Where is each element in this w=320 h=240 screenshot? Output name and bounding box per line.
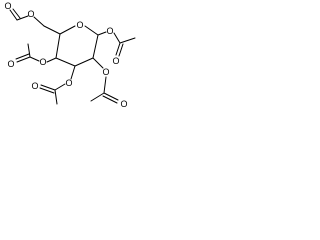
bond-c4-o4 [46, 57, 57, 63]
atom-c1-oxygen: O [106, 26, 113, 36]
bond-c1-acyl-methyl [119, 37, 136, 44]
bond-c3-acyl-double-o-b [39, 87, 55, 94]
bond-ring-c4-c3 [55, 57, 76, 67]
bond-formyl-double-o-b [12, 8, 21, 19]
bond-c4-acyl-double-o-b [15, 53, 30, 60]
bond-c1-acyl-double-o-b [118, 43, 124, 57]
atom-formate-carbonyl-oxygen: O [4, 1, 11, 11]
bond-c3-acyl-methyl [54, 89, 58, 105]
atom-c1-acetyl-carbonyl-oxygen: O [112, 56, 119, 66]
bond-o4-acyl [29, 56, 40, 62]
atom-c2-oxygen: O [102, 67, 109, 77]
atom-ring-oxygen: O [76, 20, 83, 30]
bond-formyl-double-o-a [9, 9, 18, 21]
bond-c1-acyl-double-o-a [115, 42, 121, 56]
atom-c4-acetyl-carbonyl-oxygen: O [7, 59, 14, 69]
bond-o2-acyl [103, 76, 107, 94]
bond-c2-acyl-double-o-b [102, 95, 118, 104]
bond-c4-acyl-double-o-a [16, 56, 31, 63]
bond-c4-acyl-methyl [27, 43, 31, 58]
bond-c2-o2 [92, 57, 104, 69]
atom-c4-oxygen: O [39, 57, 46, 67]
bond-c3-o3 [70, 65, 76, 80]
bond-ring-o5-c1 [84, 25, 99, 36]
bond-ring-c1-c2 [92, 34, 99, 59]
bond-o6-formyl [16, 15, 29, 21]
bond-c2-acyl-double-o-a [103, 92, 119, 101]
bond-ring-c5-o5 [59, 25, 76, 35]
bond-c6-o6 [33, 16, 45, 27]
atom-c3-acetyl-carbonyl-oxygen: O [31, 81, 38, 91]
bond-c5-c6 [43, 25, 61, 35]
bond-c3-acyl-double-o-a [40, 84, 56, 91]
bond-ring-c5-c4 [55, 33, 61, 59]
atom-c3-oxygen: O [65, 78, 72, 88]
atom-c2-acetyl-carbonyl-oxygen: O [120, 99, 127, 109]
molecular-structure: O O O O O O O O O O O [4, 1, 136, 109]
bond-o1-acyl [113, 32, 121, 44]
bond-c1-o1 [97, 31, 107, 36]
atom-label-layer: O O O O O O O O O O O [4, 1, 127, 109]
bond-layer [9, 8, 136, 105]
bond-o3-acyl [54, 83, 66, 91]
bond-ring-c3-c2 [74, 57, 94, 67]
atom-formate-ester-oxygen: O [27, 9, 34, 19]
bond-c2-acyl-methyl [90, 92, 105, 102]
